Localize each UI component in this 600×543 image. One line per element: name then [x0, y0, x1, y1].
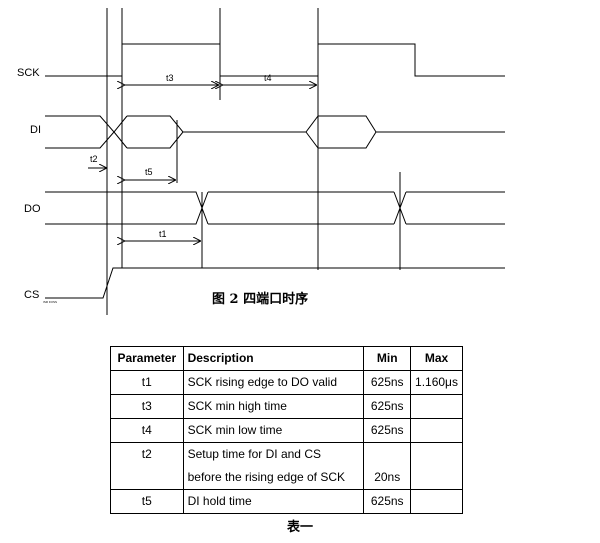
- figure-caption: 图 2 四端口时序: [212, 291, 308, 307]
- row-parameter: t5: [110, 489, 184, 514]
- row-description: Setup time for DI and CS before the risi…: [182, 442, 365, 490]
- row-min: 625ns: [363, 394, 412, 419]
- row-parameter: t2: [110, 442, 184, 490]
- header-min: Min: [363, 346, 412, 371]
- header-description: Description: [182, 346, 365, 371]
- timing-spec-table: Parameter Description Min Max t1 SCK ris…: [110, 346, 463, 514]
- t3-label: t3: [166, 73, 174, 83]
- di-label: DI: [30, 124, 41, 136]
- row-parameter: t4: [110, 418, 184, 443]
- table-caption: 表一: [286, 520, 313, 535]
- table-row: t3 SCK min high time 625ns: [110, 394, 463, 419]
- row-description: SCK min low time: [182, 418, 365, 443]
- cs-sublabel: ISR FOSS: [43, 300, 57, 304]
- reference-lines: [106, 8, 401, 315]
- t5-label: t5: [145, 167, 153, 177]
- row-parameter: t3: [110, 394, 184, 419]
- cs-label: CS: [24, 289, 39, 301]
- header-max: Max: [410, 346, 463, 371]
- row-description: DI hold time: [182, 489, 365, 514]
- t1-label: t1: [159, 229, 167, 239]
- header-parameter: Parameter: [110, 346, 184, 371]
- di-waveform: [45, 115, 505, 149]
- row-min: 625ns: [363, 418, 412, 443]
- t4-label: t4: [264, 73, 272, 83]
- row-min: 625ns: [363, 370, 412, 395]
- row-max: 1.160μs: [410, 370, 463, 395]
- table-row: t2 Setup time for DI and CS before the r…: [110, 442, 463, 490]
- row-min: 20ns: [363, 442, 412, 490]
- do-label: DO: [24, 203, 41, 215]
- row-max: [410, 418, 463, 443]
- sck-label: SCK: [17, 67, 40, 79]
- row-description: SCK min high time: [182, 394, 365, 419]
- row-description-line-2: before the rising edge of SCK: [187, 470, 346, 484]
- row-description: SCK rising edge to DO valid: [182, 370, 365, 395]
- table-header-row: Parameter Description Min Max: [110, 346, 463, 371]
- timing-diagram: SCK DI DO CS ISR FOSS t3 t4 t2 t5 t1 图 2: [17, 8, 505, 315]
- t2-label: t2: [90, 154, 98, 164]
- row-max: [410, 394, 463, 419]
- row-description-line-1: Setup time for DI and CS: [187, 447, 321, 461]
- row-parameter: t1: [110, 370, 184, 395]
- table-row: t1 SCK rising edge to DO valid 625ns 1.1…: [110, 370, 463, 395]
- table-row: t5 DI hold time 625ns: [110, 489, 463, 514]
- cs-waveform: [45, 267, 505, 299]
- do-waveform: [45, 191, 505, 225]
- timing-arrows: [88, 85, 316, 241]
- sck-waveform: [45, 43, 505, 77]
- row-min: 625ns: [363, 489, 412, 514]
- table-row: t4 SCK min low time 625ns: [110, 418, 463, 443]
- row-max: [410, 489, 463, 514]
- row-max: [410, 442, 463, 490]
